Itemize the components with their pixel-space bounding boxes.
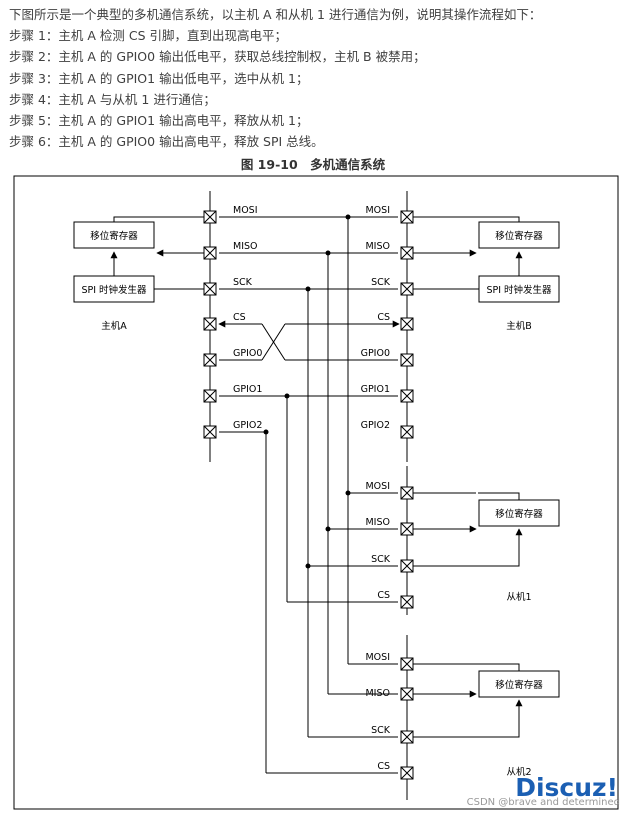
master-b-pin-label: MISO	[365, 241, 390, 252]
pin-box	[203, 425, 217, 439]
master-b-name: 主机B	[506, 320, 532, 332]
pin-box	[400, 766, 414, 780]
pin-box	[203, 317, 217, 331]
pin-box	[400, 282, 414, 296]
master-b-pin-label: GPIO0	[361, 348, 390, 359]
figure-caption: 图 19-10 多机通信系统	[240, 157, 386, 172]
master-a-wires	[110, 216, 204, 290]
pin-box	[400, 559, 414, 573]
slave1-pin-label: MOSI	[365, 481, 390, 492]
master-b-shift-register-label: 移位寄存器	[495, 230, 543, 242]
slave1-pin-label: CS	[377, 590, 390, 601]
step-2: 步骤 2：主机 A 的 GPIO0 输出低电平，获取总线控制权，主机 B 被禁用…	[9, 49, 426, 65]
pin-box	[203, 210, 217, 224]
slave1-shift-register	[478, 499, 560, 527]
pin-box	[400, 730, 414, 744]
slave2-pin-label: SCK	[371, 725, 391, 736]
pin-box	[400, 389, 414, 403]
master-a-shift-register-label: 移位寄存器	[90, 230, 138, 242]
slave2-wires	[413, 663, 523, 738]
step-1: 步骤 1：主机 A 检测 CS 引脚，直到出现高电平；	[9, 28, 288, 44]
master-a-pin-label: GPIO2	[233, 420, 262, 431]
slave1-name: 从机1	[506, 591, 531, 603]
pin-box	[400, 353, 414, 367]
step-6: 步骤 6：主机 A 的 GPIO0 输出高电平，释放 SPI 总线。	[9, 134, 324, 150]
slave1-pin-label: SCK	[371, 554, 391, 565]
intro-line: 下图所示是一个典型的多机通信系统，以主机 A 和从机 1 进行通信为例，说明其操…	[9, 7, 542, 22]
master-a-pin-label: SCK	[233, 277, 253, 288]
pin-box	[400, 210, 414, 224]
junction-dots	[263, 214, 351, 569]
discuz-watermark: Discuz!	[515, 773, 618, 802]
master-b-pin-label: GPIO1	[361, 384, 390, 395]
master-a-pin-label: GPIO0	[233, 348, 262, 359]
master-a-name: 主机A	[101, 320, 127, 332]
master-a-pin-label: MOSI	[233, 205, 258, 216]
slave2-pin-label: MOSI	[365, 652, 390, 663]
pin-box	[400, 595, 414, 609]
pin-box	[400, 486, 414, 500]
cs-gpio0-cross	[219, 323, 398, 361]
master-a-pin-label: GPIO1	[233, 384, 262, 395]
master-b-pin-label: CS	[377, 312, 390, 323]
diagram-frame	[13, 175, 619, 810]
master-b-pin-label: GPIO2	[361, 420, 390, 431]
master-b-wires	[413, 216, 523, 290]
slave2-shift-register	[478, 670, 560, 698]
pin-box	[203, 389, 217, 403]
master-a-clock-label: SPI 时钟发生器	[81, 284, 147, 296]
pin-box	[203, 282, 217, 296]
master-a-pin-label: CS	[233, 312, 246, 323]
pin-box	[400, 317, 414, 331]
pin-box	[203, 353, 217, 367]
slave2-pin-label: MISO	[365, 688, 390, 699]
step-4: 步骤 4：主机 A 与从机 1 进行通信；	[9, 91, 216, 107]
master-a-shift-register	[73, 221, 155, 249]
pin-box	[400, 246, 414, 260]
slave1-shift-register-label: 移位寄存器	[495, 508, 543, 520]
master-b-pin-label: MOSI	[365, 205, 390, 216]
slave2-pin-label: CS	[377, 761, 390, 772]
pin-box	[400, 687, 414, 701]
slave2-shift-register-label: 移位寄存器	[495, 679, 543, 691]
master-b-pin-label: SCK	[371, 277, 391, 288]
master-b-clock-label: SPI 时钟发生器	[486, 284, 552, 296]
pin-box	[400, 657, 414, 671]
diagram-labels: 移位寄存器 SPI 时钟发生器 主机A 移位寄存器 SPI 时钟发生器 主机B …	[81, 205, 552, 778]
description-text: 下图所示是一个典型的多机通信系统，以主机 A 和从机 1 进行通信为例，说明其操…	[9, 4, 621, 152]
step-3: 步骤 3：主机 A 的 GPIO1 输出低电平，选中从机 1；	[9, 70, 309, 86]
csdn-credit: CSDN @brave and determined	[466, 797, 620, 808]
pin-box	[203, 246, 217, 260]
master-b-clock-generator	[478, 275, 560, 303]
bus-branches	[265, 217, 349, 773]
pin-boxes	[203, 210, 414, 780]
step-5: 步骤 5：主机 A 的 GPIO1 输出高电平，释放从机 1；	[9, 112, 309, 128]
slave1-pin-label: MISO	[365, 517, 390, 528]
slave1-wires	[413, 492, 523, 567]
pin-box	[400, 522, 414, 536]
slave2-name: 从机2	[506, 766, 531, 778]
master-a-pin-label: MISO	[233, 241, 258, 252]
pin-box	[400, 425, 414, 439]
